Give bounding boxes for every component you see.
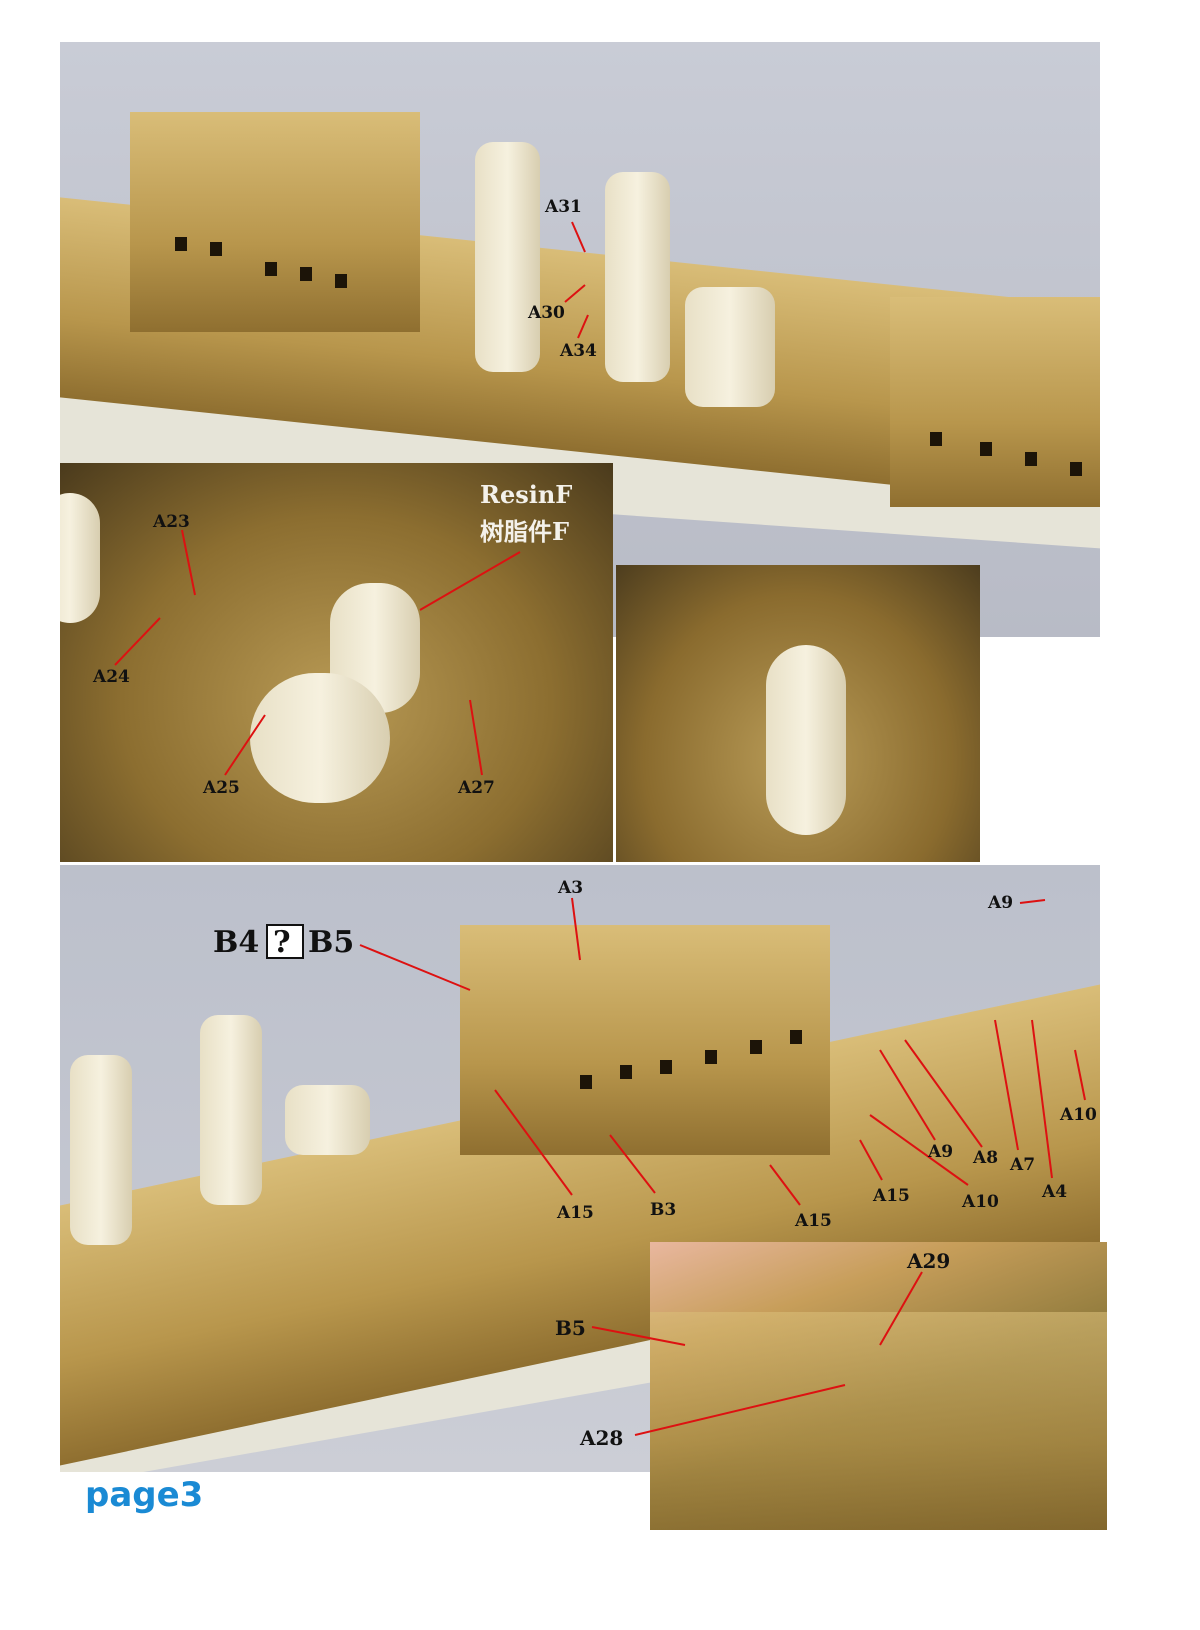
resin-housing — [285, 1085, 370, 1155]
funnel — [475, 142, 540, 372]
funnel — [200, 1015, 262, 1205]
funnel — [70, 1055, 132, 1245]
funnel — [605, 172, 670, 382]
bridge — [130, 112, 420, 332]
aft-deckhouse — [890, 297, 1100, 507]
resin-base — [250, 673, 390, 803]
resin-housing — [685, 287, 775, 407]
inset-gun-closeup-2 — [616, 565, 980, 862]
resin-part — [60, 493, 100, 623]
roof — [650, 1312, 1107, 1530]
resin-gun-mount — [766, 645, 846, 835]
deckhouse — [460, 925, 830, 1155]
inset-deckhouse-roof — [650, 1242, 1107, 1530]
inset-gun-closeup — [60, 463, 613, 862]
page-number: page3 — [85, 1475, 204, 1515]
